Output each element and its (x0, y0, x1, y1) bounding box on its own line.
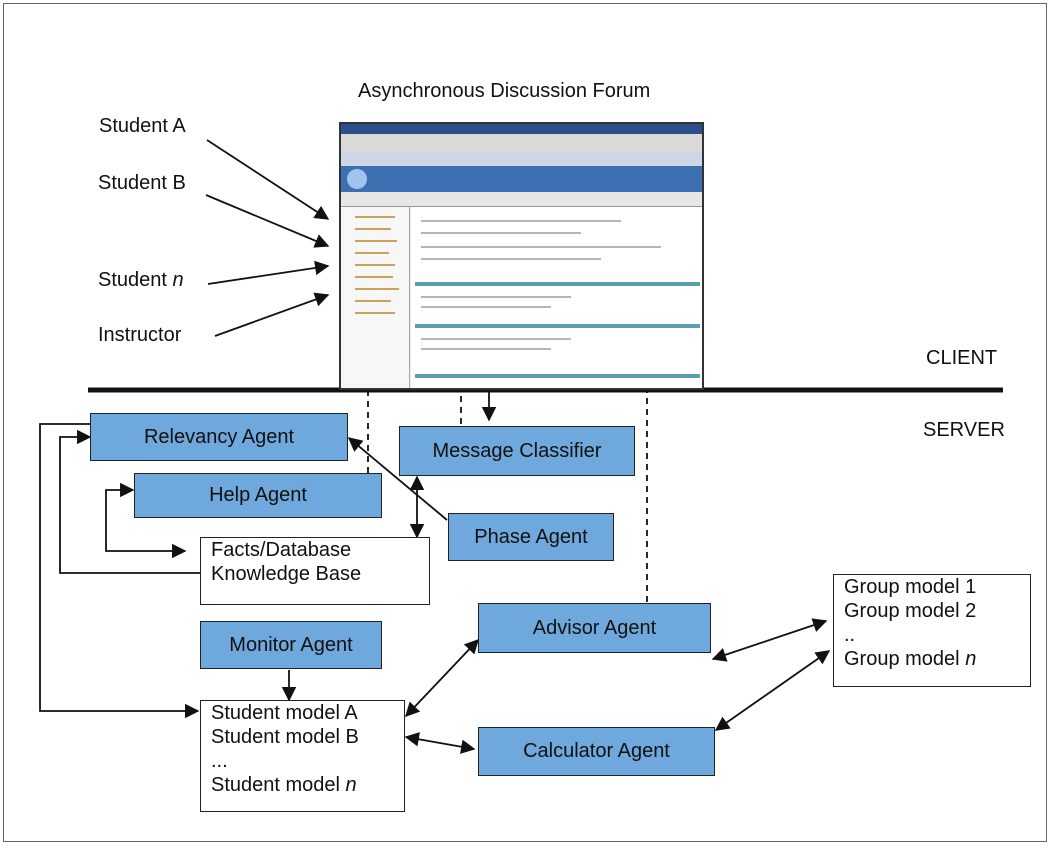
advisor-student-arrow (405, 638, 479, 718)
message-classifier-box: Message Classifier (399, 426, 635, 476)
phase-agent-box: Phase Agent (448, 513, 614, 561)
student-model-n-var: n (345, 774, 357, 796)
relevancy-student-loop (39, 423, 200, 719)
instructor-label: Instructor (98, 324, 182, 346)
forum-screenshot (339, 122, 704, 390)
student-b-label: Student B (98, 172, 186, 194)
student-model-line-4: Student model n (211, 773, 357, 797)
help-agent-box: Help Agent (134, 473, 382, 518)
student-model-line-1: Student model A (211, 702, 358, 724)
monitor-agent-box: Monitor Agent (200, 621, 382, 669)
relevancy-agent-box: Relevancy Agent (90, 413, 348, 461)
student-n-prefix: Student (98, 269, 167, 291)
forum-side-link (355, 276, 393, 278)
forum-side-link (355, 216, 395, 218)
client-label: CLIENT (926, 347, 998, 369)
knowledge-base-box: Facts/Database Knowledge Base (200, 537, 430, 605)
group-model-line-3: .. (844, 624, 856, 646)
student-model-n-prefix: Student model (211, 774, 340, 796)
kb-line-1: Facts/Database (211, 539, 352, 561)
student-model-line-2: Student model B (211, 726, 359, 748)
forum-text-line (421, 258, 601, 260)
forum-side-link (355, 252, 389, 254)
student-models-box: Student model A Student model B ... Stud… (200, 700, 405, 812)
student-b-arrow (205, 194, 330, 248)
phase-to-relevancy-arrow (347, 437, 448, 521)
student-a-label: Student A (99, 115, 186, 137)
figure-frame (3, 3, 1047, 842)
forum-text-line (421, 232, 581, 234)
group-model-line-4: Group model n (844, 647, 976, 671)
forum-content (411, 207, 702, 388)
student-n-var: n (172, 269, 184, 291)
group-model-line-1: Group model 1 (844, 576, 977, 598)
student-model-line-3: ... (211, 750, 228, 772)
forum-thread-separator (415, 282, 700, 286)
group-model-n-prefix: Group model (844, 648, 960, 670)
kb-line-2: Knowledge Base (211, 563, 362, 585)
forum-side-link (355, 240, 397, 242)
forum-side-link (355, 264, 395, 266)
advisor-group-arrow (711, 618, 828, 662)
forum-text-line (421, 220, 621, 222)
forum-post-separator (415, 324, 700, 328)
browser-toolbar (341, 134, 702, 153)
forum-text-line (421, 348, 551, 350)
window-titlebar (341, 124, 702, 134)
forum-sidebar (341, 207, 410, 388)
forum-post-separator (415, 374, 700, 378)
group-model-line-2: Group model 2 (844, 600, 977, 622)
address-bar (341, 152, 702, 166)
forum-side-link (355, 288, 399, 290)
student-calculator-arrow (404, 732, 476, 754)
forum-text-line (421, 338, 571, 340)
forum-text-line (421, 246, 661, 248)
student-a-arrow (206, 139, 330, 220)
calculator-group-arrow (714, 650, 831, 731)
forum-title: Asynchronous Discussion Forum (358, 80, 651, 102)
forum-side-link (355, 228, 391, 230)
student-n-label: Student n (98, 270, 184, 290)
forum-banner (341, 166, 702, 192)
relevancy-kb-loop (59, 429, 200, 574)
forum-text-line (421, 296, 571, 298)
help-kb-loop (105, 482, 187, 559)
forum-text-line (421, 306, 551, 308)
instructor-arrow (214, 292, 330, 337)
group-models-box: Group model 1 Group model 2 .. Group mod… (833, 574, 1031, 687)
forum-nav-bar (341, 192, 702, 207)
advisor-agent-box: Advisor Agent (478, 603, 711, 653)
student-n-arrow (207, 260, 330, 285)
server-label: SERVER (923, 419, 1005, 441)
forum-side-link (355, 312, 395, 314)
forum-side-link (355, 300, 391, 302)
group-model-n-var: n (965, 648, 977, 670)
calculator-agent-box: Calculator Agent (478, 727, 715, 776)
forum-logo-icon (347, 169, 367, 189)
